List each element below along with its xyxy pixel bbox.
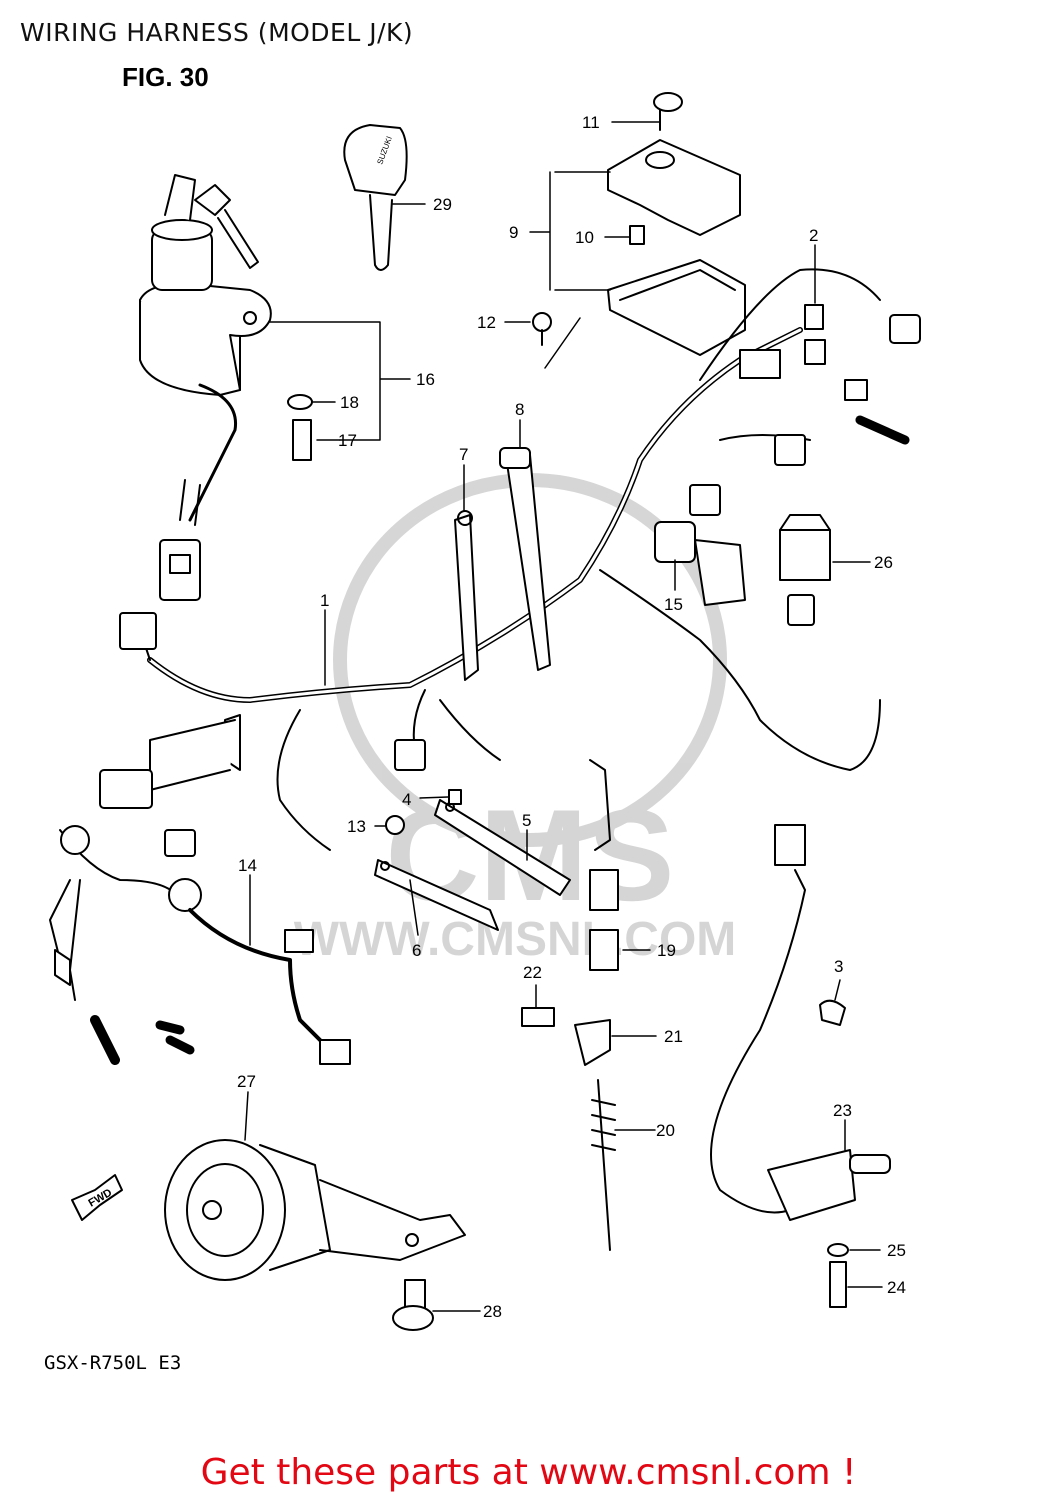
clamp-3 bbox=[819, 999, 846, 1026]
figure-number: FIG. 30 bbox=[122, 62, 209, 92]
callout-1: 1 bbox=[320, 591, 329, 610]
bolt-17 bbox=[292, 419, 312, 461]
fuse-box bbox=[607, 92, 746, 356]
callout-21: 21 bbox=[664, 1027, 683, 1046]
callout-23: 23 bbox=[833, 1101, 852, 1120]
fwd-label: FWD bbox=[87, 1187, 115, 1210]
page-title: WIRING HARNESS (MODEL J/K) bbox=[20, 18, 414, 47]
callout-12: 12 bbox=[477, 313, 496, 332]
ignition-switch bbox=[139, 174, 272, 601]
callout-6: 6 bbox=[412, 941, 421, 960]
shop-parts-link[interactable]: Get these parts at www.cmsnl.com ! bbox=[200, 1452, 857, 1493]
horn-27 bbox=[164, 1139, 466, 1281]
callout-9: 9 bbox=[509, 223, 518, 242]
bracket-21 bbox=[574, 1019, 611, 1066]
cable-tie-8 bbox=[499, 447, 551, 671]
callout-20: 20 bbox=[656, 1121, 675, 1140]
callout-22: 22 bbox=[523, 963, 542, 982]
callout-7: 7 bbox=[459, 445, 468, 464]
screw-13 bbox=[385, 815, 405, 835]
harness-clamp-7 bbox=[454, 510, 479, 681]
right-connectors bbox=[689, 304, 921, 516]
callout-4: 4 bbox=[402, 790, 411, 809]
callout-28: 28 bbox=[483, 1302, 502, 1321]
callout-29: 29 bbox=[433, 195, 452, 214]
key: SUZUKI bbox=[343, 124, 408, 271]
callout-8: 8 bbox=[515, 400, 524, 419]
relay-26 bbox=[779, 514, 831, 626]
callout-19: 19 bbox=[657, 941, 676, 960]
spring-20 bbox=[591, 1079, 616, 1251]
callout-26: 26 bbox=[874, 553, 893, 572]
callout-5: 5 bbox=[522, 811, 531, 830]
callout-25: 25 bbox=[887, 1241, 906, 1260]
sub-harness-14 bbox=[155, 878, 351, 1065]
bolt-24 bbox=[829, 1261, 847, 1308]
callout-13: 13 bbox=[347, 817, 366, 836]
callout-11: 11 bbox=[582, 113, 600, 132]
callout-14: 14 bbox=[238, 856, 257, 875]
callout-15: 15 bbox=[664, 595, 683, 614]
callout-27: 27 bbox=[237, 1072, 256, 1091]
rivet-4 bbox=[448, 789, 462, 805]
callout-2: 2 bbox=[809, 226, 818, 245]
washer-18 bbox=[287, 394, 313, 410]
leader-lines bbox=[244, 121, 883, 1312]
forward-arrow: FWD bbox=[71, 1174, 123, 1221]
bolt-28 bbox=[392, 1279, 434, 1331]
screw-12 bbox=[532, 312, 552, 346]
callout-10: 10 bbox=[575, 228, 594, 247]
callout-17: 17 bbox=[338, 431, 357, 450]
callout-3: 3 bbox=[834, 957, 843, 976]
bolt-22 bbox=[521, 1007, 555, 1027]
main-harness bbox=[49, 268, 881, 1065]
watermark-url: WWW.CMSNL.COM bbox=[294, 913, 737, 966]
switch-23 bbox=[710, 824, 891, 1221]
switch-19 bbox=[589, 759, 619, 971]
callout-labels: 1 2 3 4 5 6 7 8 9 10 11 12 13 14 15 16 1… bbox=[237, 113, 906, 1321]
callout-18: 18 bbox=[340, 393, 359, 412]
callout-24: 24 bbox=[887, 1278, 906, 1297]
washer-25 bbox=[827, 1243, 849, 1257]
model-code: GSX-R750L E3 bbox=[44, 1352, 182, 1374]
bracket-6 bbox=[374, 859, 499, 931]
callout-16: 16 bbox=[416, 370, 435, 389]
